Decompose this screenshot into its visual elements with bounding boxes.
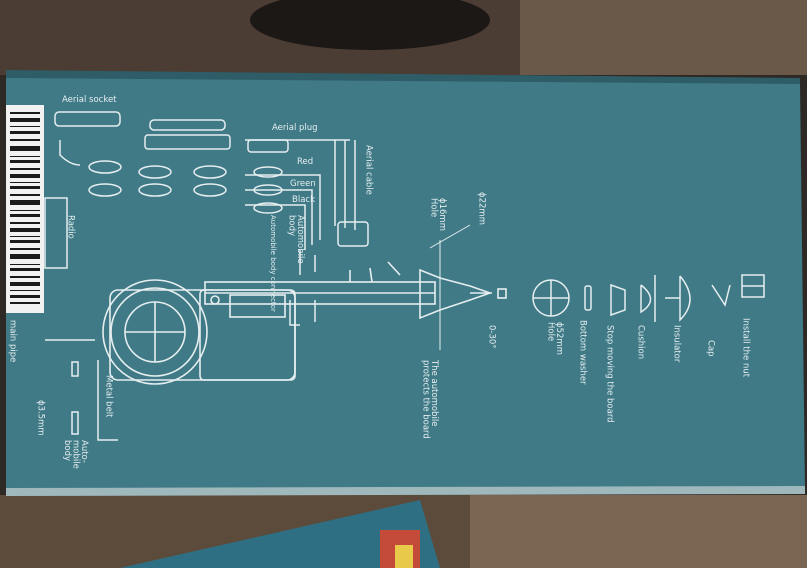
wood-floor-right xyxy=(520,0,807,75)
label-insulator: Insulator xyxy=(671,325,682,363)
label-dia-3-5mm: ϕ3.5mm xyxy=(35,400,46,436)
label-green: Green xyxy=(290,179,316,189)
label-red: Red xyxy=(297,157,314,167)
motor-housing xyxy=(102,279,296,385)
parts-column xyxy=(532,274,765,322)
label-aerial-socket: Aerial socket xyxy=(62,95,117,105)
label-cap: Cap xyxy=(705,340,716,357)
label-metal-belt: Metal belt xyxy=(103,375,114,418)
label-body-connector: Automobile body connector xyxy=(269,215,277,312)
connectors xyxy=(44,111,289,269)
label-auto-mobile-body: Auto- mobile body xyxy=(62,440,89,469)
metal-belt xyxy=(45,339,118,441)
label-aerial-plug: Aerial plug xyxy=(272,123,318,133)
dark-object-top xyxy=(250,0,490,50)
label-angle: 0-30° xyxy=(486,325,497,349)
label-hole-52mm: ϕ52mm Hole xyxy=(545,322,565,355)
barcode-lines xyxy=(10,112,40,304)
angle-marks xyxy=(429,224,471,350)
label-automobile-body: Automobile body xyxy=(286,215,306,264)
label-hole-16mm: ϕ16mm Hole xyxy=(428,198,448,231)
box-colored-patch-2 xyxy=(395,545,413,568)
wood-floor-bottom-right xyxy=(470,495,807,568)
label-install-nut: Install the nut xyxy=(740,318,751,378)
teal-box-edge-bottom xyxy=(6,486,805,496)
label-protects-board: The automobile protects the board xyxy=(420,360,440,439)
antenna-mast xyxy=(204,261,507,320)
label-cushion: Cushion xyxy=(635,325,646,360)
label-stop-moving: Stop moving the board xyxy=(604,325,615,423)
label-aerial-cable: Aerial cable xyxy=(363,145,374,195)
other-box-bottom xyxy=(120,500,440,568)
barcode-sticker xyxy=(6,105,44,313)
label-main-pipe: main pipe xyxy=(7,320,18,363)
label-radio: Radio xyxy=(65,215,76,239)
teal-box-edge-top xyxy=(6,70,800,84)
label-bottom-washer: Bottom washer xyxy=(577,320,588,385)
label-black: Black xyxy=(292,195,315,205)
label-dia-22mm: ϕ22mm xyxy=(476,192,487,225)
